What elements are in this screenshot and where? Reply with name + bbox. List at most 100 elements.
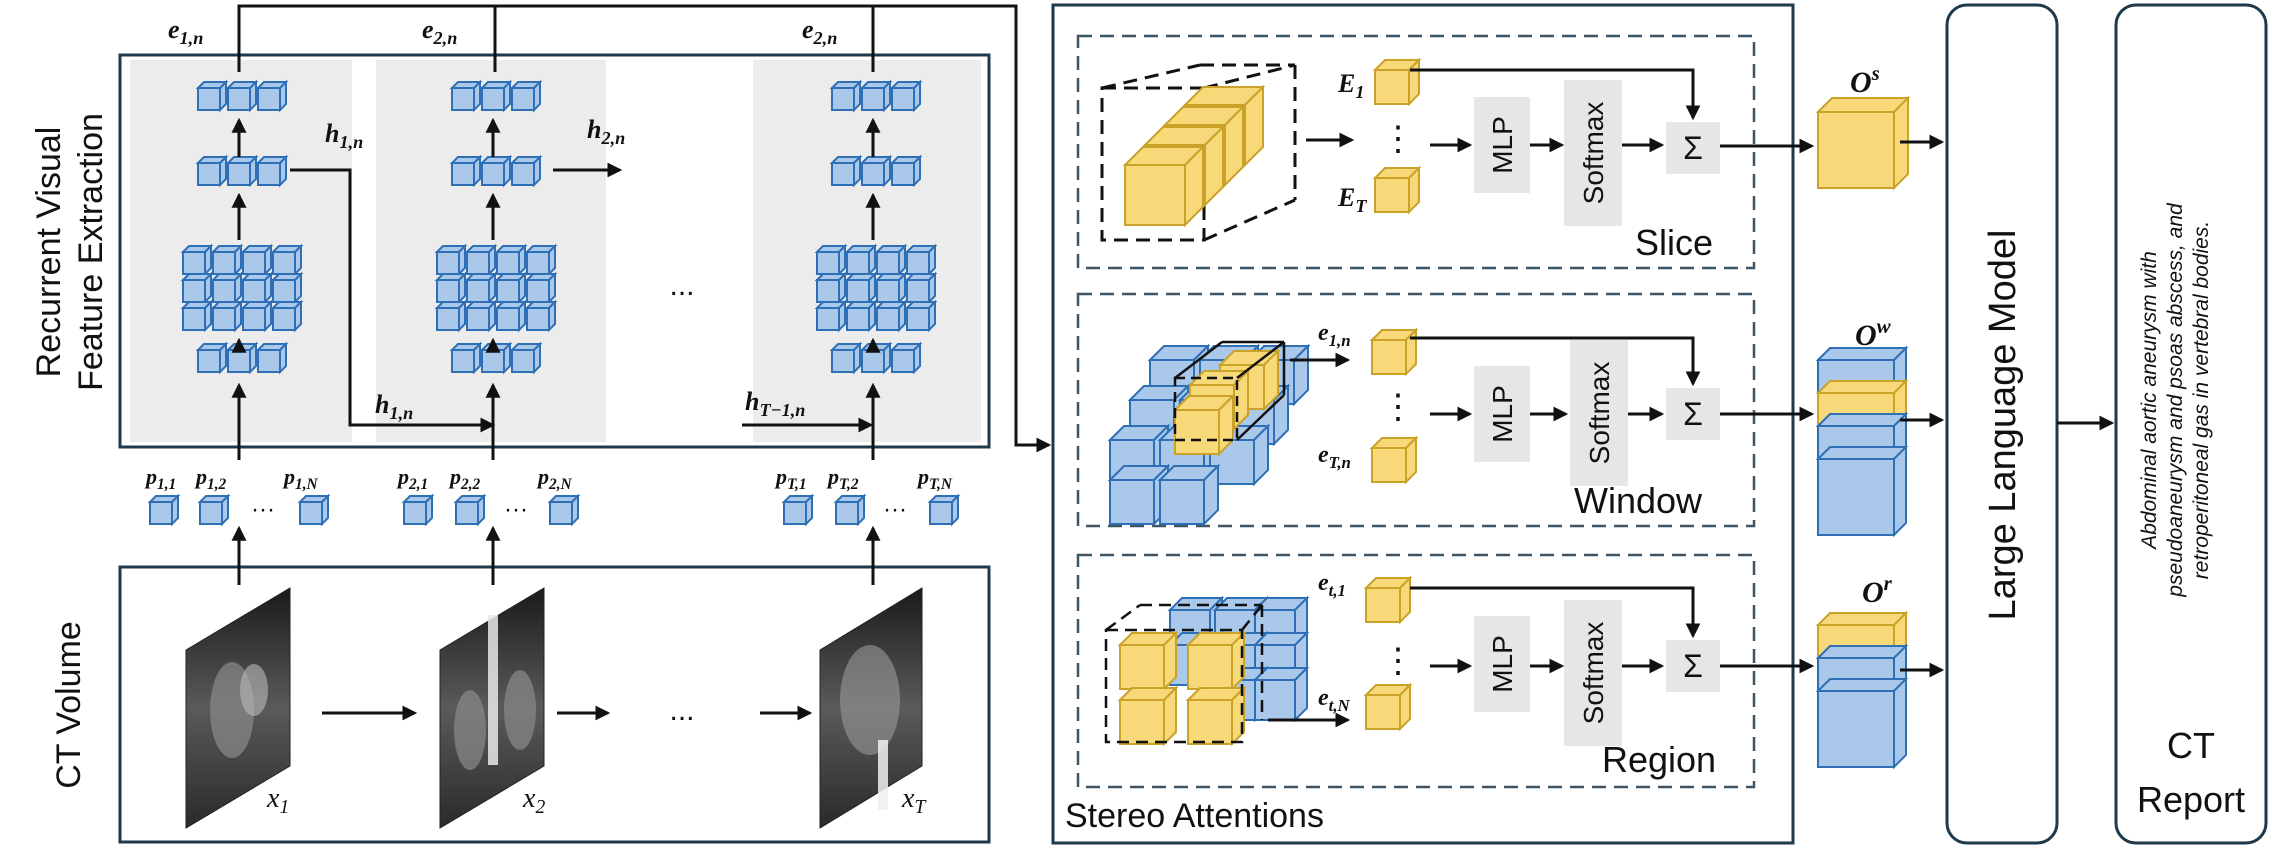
blue-cube — [889, 79, 923, 113]
blue-cube — [240, 243, 274, 277]
window-token-bottom-label: eT,n — [1318, 442, 1351, 472]
p-ellipsis-3: ··· — [883, 496, 907, 523]
blue-cube — [844, 243, 878, 277]
p-label-1-2: p1,2 — [194, 464, 227, 493]
stereo-title: Stereo Attentions — [1065, 797, 1324, 835]
region-cube-grid — [1117, 595, 1310, 747]
ct-slice-T — [819, 587, 923, 829]
stereo-box — [1051, 3, 1795, 845]
token-cube — [1363, 682, 1413, 732]
llm-section: Large Language Model — [1945, 3, 2115, 845]
patch-token-cube — [927, 493, 961, 527]
blue-cube — [225, 154, 259, 188]
rve-ellipsis: ... — [669, 269, 694, 302]
rve-section: Recurrent Visual Feature Extraction ... — [30, 53, 991, 527]
region-mlp-label: MLP — [1487, 635, 1518, 693]
report-label-line2: Report — [2137, 779, 2245, 820]
blue-cube — [844, 271, 878, 305]
slice-front-cube — [1122, 144, 1206, 228]
window-softmax-block — [1570, 340, 1628, 486]
region-softmax-block — [1564, 600, 1622, 746]
region-token-bottom-label: et,N — [1318, 685, 1351, 715]
region-yellow-cube — [1185, 685, 1247, 747]
blue-cube — [225, 79, 259, 113]
arrow-h1-to-col2 — [290, 168, 496, 433]
p-label-T-N: pT,N — [916, 464, 953, 493]
blue-cube — [904, 243, 938, 277]
blue-cube — [874, 243, 908, 277]
report-text-line1: Abdominal aortic aneurysm with — [2138, 251, 2161, 551]
report-text-line2: pseudoaneurysm and psoas abscess, and — [2164, 202, 2187, 598]
ct-slice-2 — [439, 587, 545, 829]
blue-cube — [434, 271, 468, 305]
region-sum-label: Σ — [1683, 648, 1703, 684]
blue-cube — [195, 154, 229, 188]
e-label-col3: e2,n — [802, 15, 837, 48]
stereo-attentions-section: Stereo Attentions Slice Window Region — [1051, 3, 1815, 845]
h-label-col3-in: hT−1,n — [745, 387, 805, 420]
recurrent-arrows — [290, 162, 874, 433]
blue-cube — [195, 79, 229, 113]
slice-sum-block — [1666, 122, 1720, 174]
blue-cube — [240, 299, 274, 333]
blue-cube — [859, 79, 893, 113]
p-ellipsis-1: ··· — [251, 496, 275, 523]
slice-mlp-label: MLP — [1487, 116, 1518, 174]
blue-cube — [464, 299, 498, 333]
blue-cube — [844, 299, 878, 333]
patch-token-cube — [297, 493, 331, 527]
patch-token-cube — [401, 493, 435, 527]
blue-cube — [874, 299, 908, 333]
slice-softmax-block — [1564, 80, 1622, 226]
rve-cube-stacks — [147, 79, 961, 527]
region-softmax-label: Softmax — [1578, 622, 1609, 725]
window-highlight — [1173, 340, 1286, 442]
slice-token-top-label: E1 — [1337, 69, 1364, 102]
patch-token-cube — [833, 493, 867, 527]
p-label-1-N: p1,N — [282, 464, 319, 493]
p-label-1-1: p1,1 — [144, 464, 176, 493]
blue-cube — [1252, 665, 1310, 723]
h-label-col2-in: h1,n — [375, 390, 413, 423]
blue-cube — [904, 299, 938, 333]
p-label-2-1: p2,1 — [396, 464, 428, 493]
blue-cube — [494, 243, 528, 277]
blue-cube — [434, 243, 468, 277]
blue-cube — [210, 299, 244, 333]
blue-cube — [464, 271, 498, 305]
token-cube — [1363, 575, 1413, 625]
blue-cube — [210, 271, 244, 305]
blue-cube — [255, 341, 289, 375]
blue-cube — [180, 243, 214, 277]
e-label-col2: e2,n — [422, 15, 457, 48]
window-cube-grid — [1107, 343, 1311, 527]
blue-cube — [509, 154, 543, 188]
window-mlp-block — [1474, 366, 1530, 462]
e-label-col1: e1,n — [168, 15, 203, 48]
blue-cube — [464, 243, 498, 277]
output-slice-cube — [1815, 95, 1911, 191]
p-ellipsis-2: ··· — [504, 496, 528, 523]
blue-cube — [814, 243, 848, 277]
report-label-line1: CT — [2167, 725, 2215, 766]
stereo-flow-arrows — [1410, 68, 1815, 674]
embedding-routing — [237, 4, 1052, 453]
p-label-2-N: p2,N — [536, 464, 573, 493]
llm-label: Large Language Model — [1982, 230, 2024, 621]
ct-volume-section: CT Volume x1 x2 xT ... — [50, 525, 991, 844]
ct-volume-box — [118, 565, 991, 844]
blue-cube — [889, 154, 923, 188]
slice-label: Slice — [1635, 222, 1713, 263]
blue-cube — [859, 341, 893, 375]
output-window-layer — [1815, 444, 1909, 538]
h-label-col1-right: h1,n — [325, 119, 363, 152]
blue-cube — [1157, 463, 1221, 527]
region-yellow-cube — [1185, 630, 1247, 692]
blue-cube — [829, 79, 863, 113]
token-cubes — [1363, 57, 1422, 732]
blue-cube — [889, 341, 923, 375]
region-box — [1076, 553, 1756, 789]
x-label-2: x2 — [522, 783, 545, 818]
window-label: Window — [1574, 480, 1703, 521]
blue-cube — [859, 154, 893, 188]
